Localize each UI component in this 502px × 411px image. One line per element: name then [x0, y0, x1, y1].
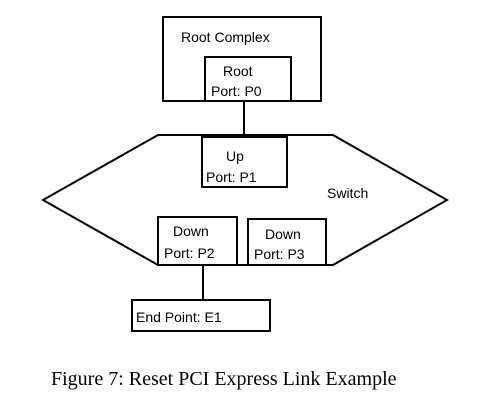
- end-point-label: End Point: E1: [136, 309, 222, 325]
- root-port-line1: Root: [223, 63, 253, 79]
- figure-caption: Figure 7: Reset PCI Express Link Example: [51, 368, 397, 390]
- downstream-port-p3-box: [247, 218, 327, 266]
- switch-hexagon: [40, 134, 450, 266]
- downstream-port-p3-line1: Down: [265, 226, 301, 242]
- downstream-port-p2-box: [157, 216, 238, 266]
- end-point-box: [131, 299, 271, 332]
- upstream-port-line2: Port: P1: [206, 169, 257, 185]
- downstream-port-p2-line2: Port: P2: [164, 245, 215, 261]
- root-port-box: [204, 56, 292, 102]
- root-port-line2: Port: P0: [211, 83, 262, 99]
- upstream-port-box: [201, 136, 288, 188]
- switch-label: Switch: [327, 185, 368, 201]
- downstream-port-p2-line1: Down: [173, 223, 209, 239]
- upstream-port-line1: Up: [226, 148, 244, 164]
- downstream-port-p3-line2: Port: P3: [254, 246, 305, 262]
- root-complex-label: Root Complex: [181, 29, 270, 45]
